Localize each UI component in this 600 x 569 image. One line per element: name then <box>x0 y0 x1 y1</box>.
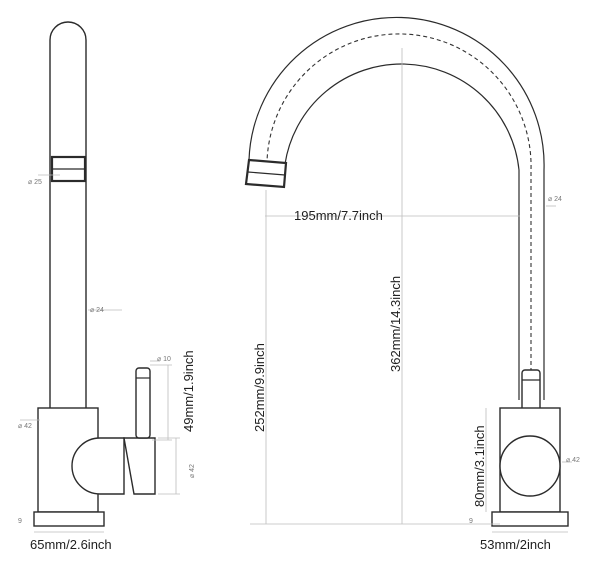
side-label-base-thickness: 9 <box>18 518 22 525</box>
side-base <box>33 511 105 527</box>
side-label-dia-spout: ⌀ 24 <box>90 307 104 314</box>
side-valve-dome <box>71 437 125 495</box>
front-label-body-height: 80mm/3.1inch <box>472 425 487 507</box>
side-label-dia-body: ⌀ 42 <box>18 423 32 430</box>
front-spout-outer <box>248 16 545 400</box>
front-valve-disc <box>499 435 561 497</box>
front-label-dia-body: ⌀ 42 <box>566 457 580 464</box>
front-label-base-thickness: 9 <box>469 518 473 525</box>
side-label-dia-top: ⌀ 25 <box>28 179 42 186</box>
front-label-total-height: 362mm/14.3inch <box>388 276 403 372</box>
front-lever <box>521 369 541 413</box>
front-spout-inner <box>284 63 520 400</box>
front-nozzle-divider <box>247 171 286 176</box>
front-label-dia-spout: ⌀ 24 <box>548 196 562 203</box>
side-view: ⌀ 25 ⌀ 24 ⌀ 10 ⌀ 42 ⌀ 42 9 49mm/1.9inch … <box>18 21 196 552</box>
front-view: 195mm/7.7inch 362mm/14.3inch 252mm/9.9in… <box>244 16 580 552</box>
side-label-dia-valve: ⌀ 42 <box>189 464 196 478</box>
side-label-dia-handle: ⌀ 10 <box>157 356 171 363</box>
side-handle-cap <box>123 437 156 495</box>
side-lever <box>135 367 151 439</box>
front-label-reach: 195mm/7.7inch <box>294 208 383 223</box>
front-label-base-width: 53mm/2inch <box>480 537 551 552</box>
side-spout-tube <box>49 21 87 411</box>
side-label-handle-height: 49mm/1.9inch <box>181 350 196 432</box>
side-label-width: 65mm/2.6inch <box>30 537 112 552</box>
front-base <box>491 511 569 527</box>
front-label-spout-height: 252mm/9.9inch <box>252 343 267 432</box>
